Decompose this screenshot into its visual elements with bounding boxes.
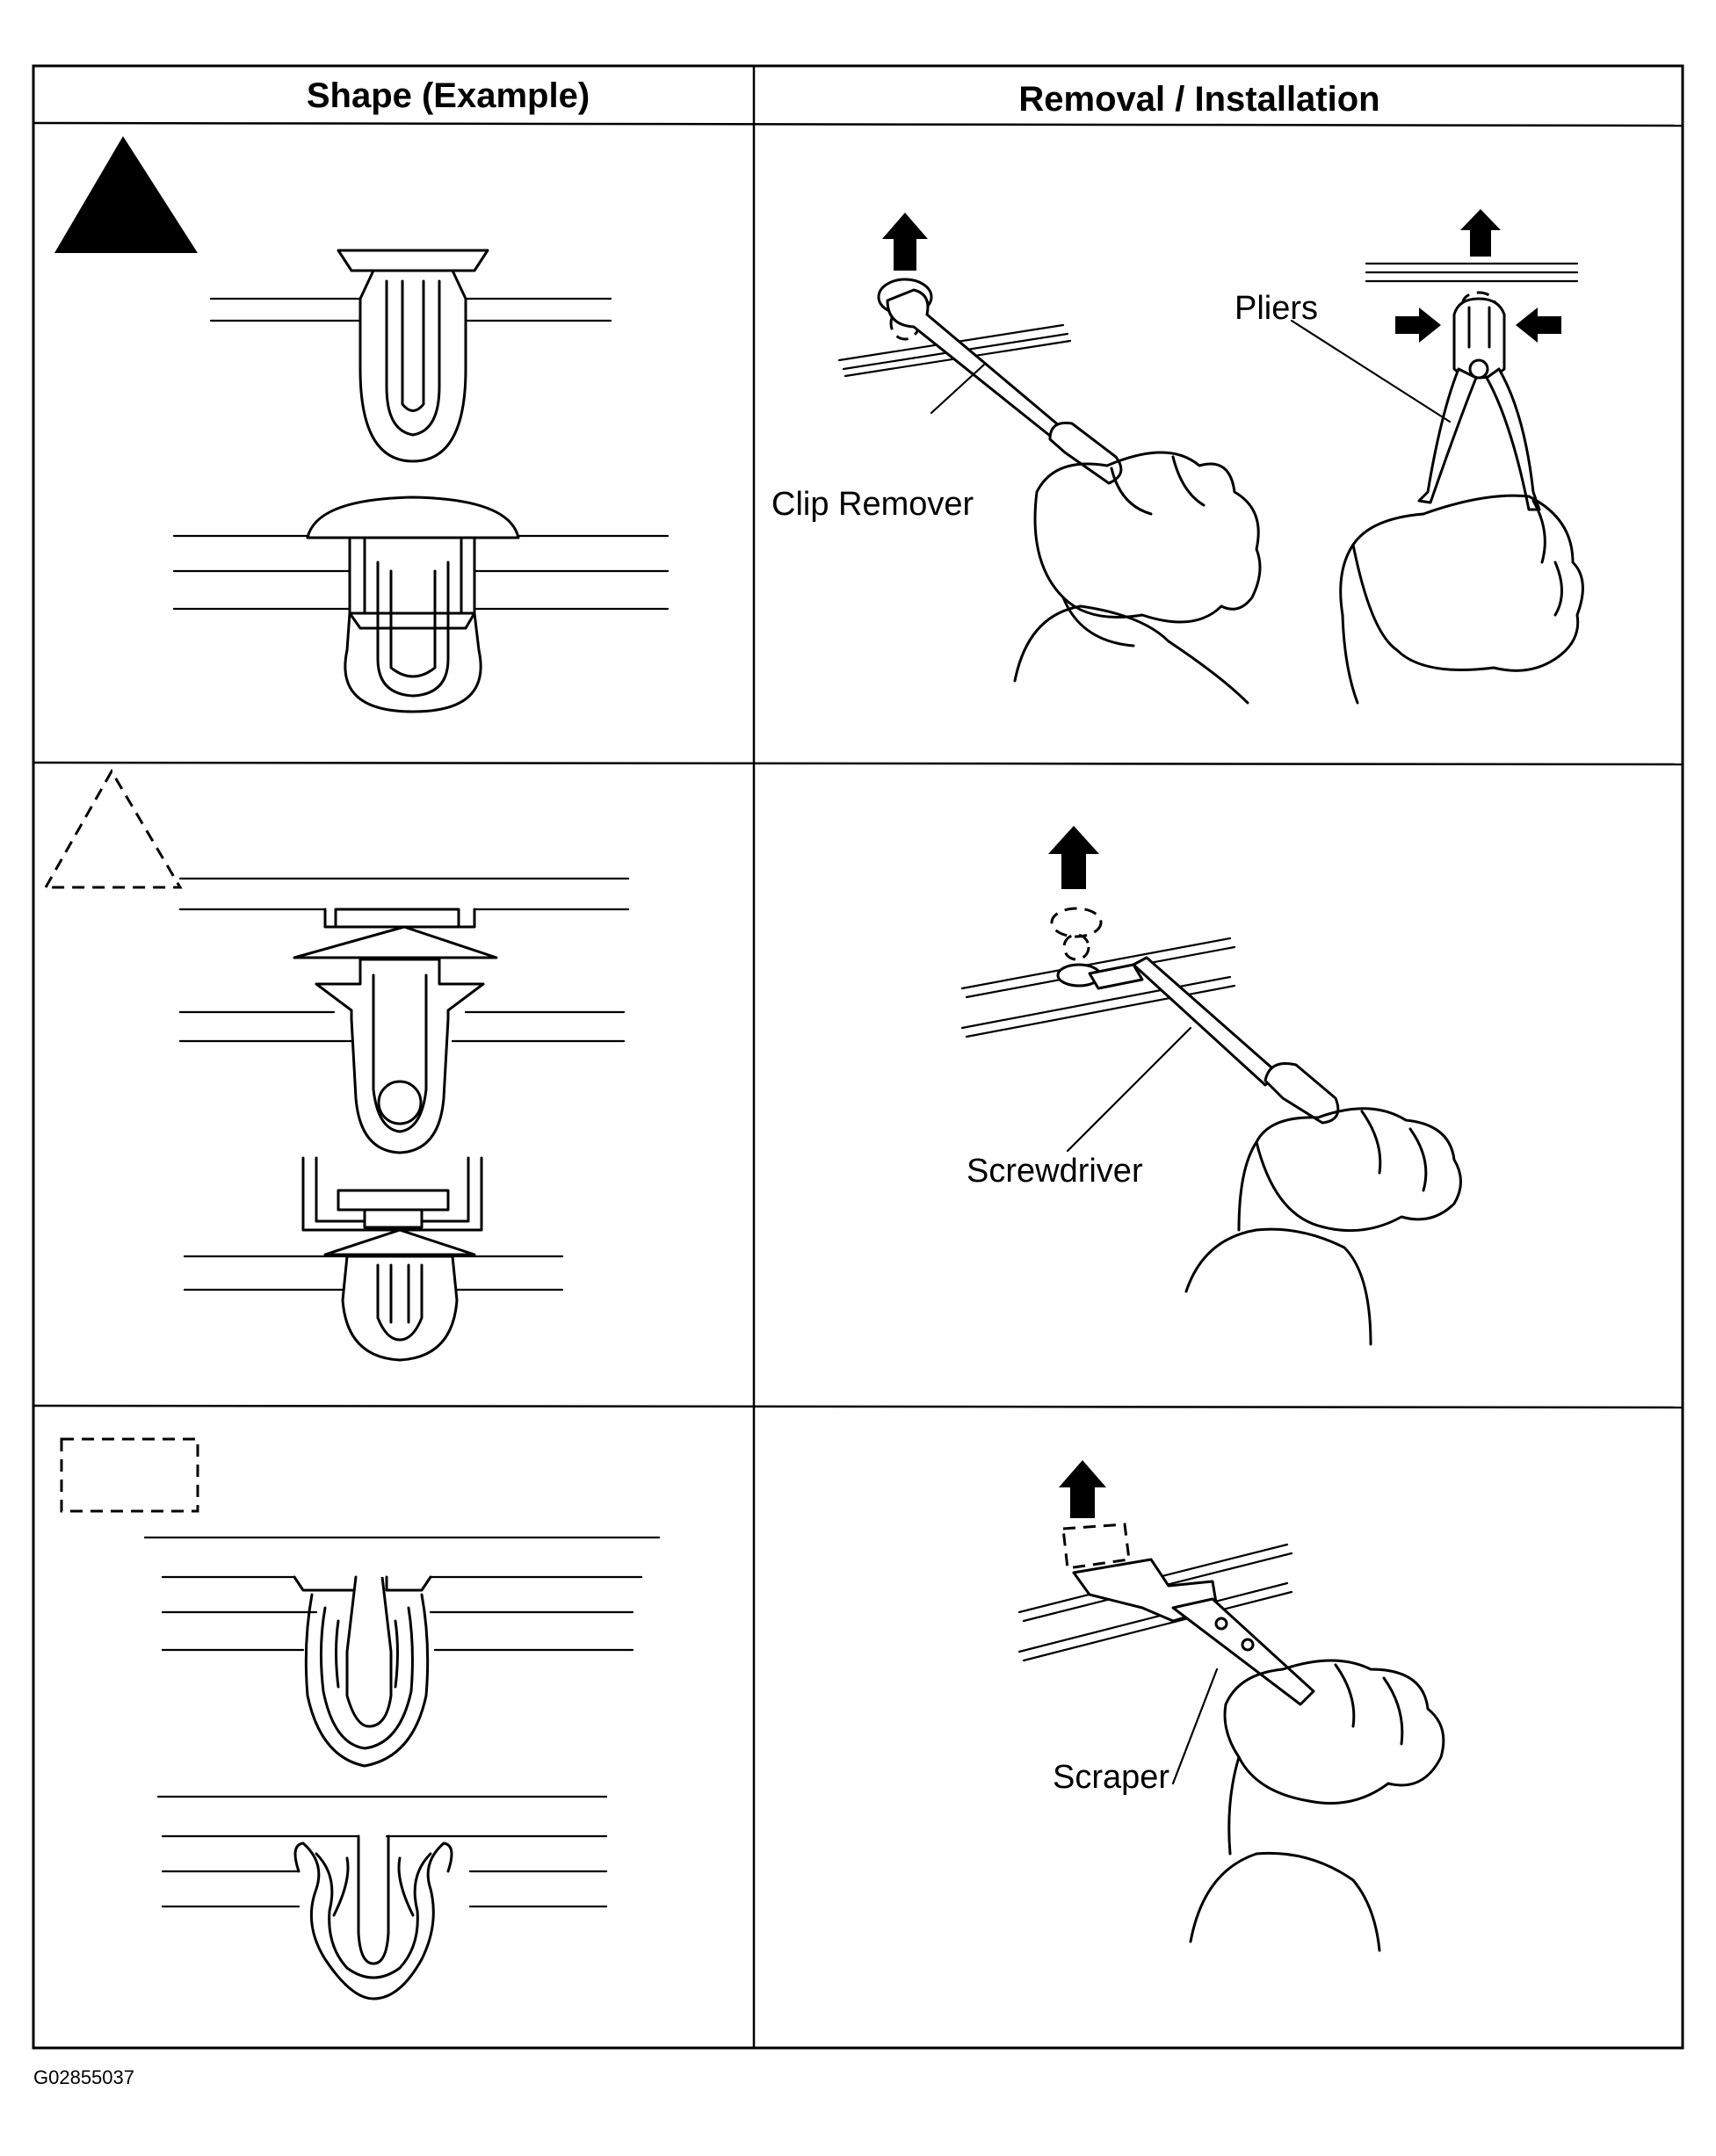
arrow-left-icon	[1516, 307, 1561, 343]
table-grid	[32, 64, 1684, 2050]
row2-shape-cell	[43, 769, 630, 1362]
arrow-up-icon	[882, 213, 928, 271]
figure-code: G02855037	[33, 2066, 134, 2088]
arrow-right-icon	[1395, 307, 1441, 343]
arrow-up-icon	[1059, 1460, 1106, 1518]
arrow-up-icon	[1460, 209, 1501, 257]
column-header-shape: Shape (Example)	[307, 76, 590, 115]
tool-label-screwdriver: Screwdriver	[967, 1153, 1143, 1190]
rivet-clip-diagram-lower	[183, 1156, 564, 1362]
filled-triangle-symbol	[54, 136, 198, 253]
tool-label-scraper: Scraper	[1053, 1759, 1169, 1796]
row3-removal-cell	[1017, 1460, 1445, 1952]
row1-shape-cell	[54, 136, 670, 713]
column-header-removal: Removal / Installation	[1018, 80, 1379, 119]
row2-removal-cell	[960, 826, 1462, 1346]
dashed-rectangle-symbol	[60, 1437, 199, 1513]
row1-removal-cell	[837, 209, 1584, 705]
spring-clip-diagram-upper	[143, 1536, 661, 1768]
arrow-up-icon	[1048, 826, 1099, 889]
row3-shape-cell	[60, 1437, 661, 2000]
tool-label-pliers: Pliers	[1235, 290, 1318, 327]
dashed-triangle-symbol	[43, 769, 183, 889]
push-clip-diagram-upper	[209, 249, 612, 463]
tool-label-clip-remover: Clip Remover	[771, 486, 974, 523]
spring-clip-diagram-lower	[156, 1795, 608, 2000]
push-clip-diagram-lower	[172, 496, 670, 713]
rivet-clip-diagram-upper	[178, 877, 630, 1154]
